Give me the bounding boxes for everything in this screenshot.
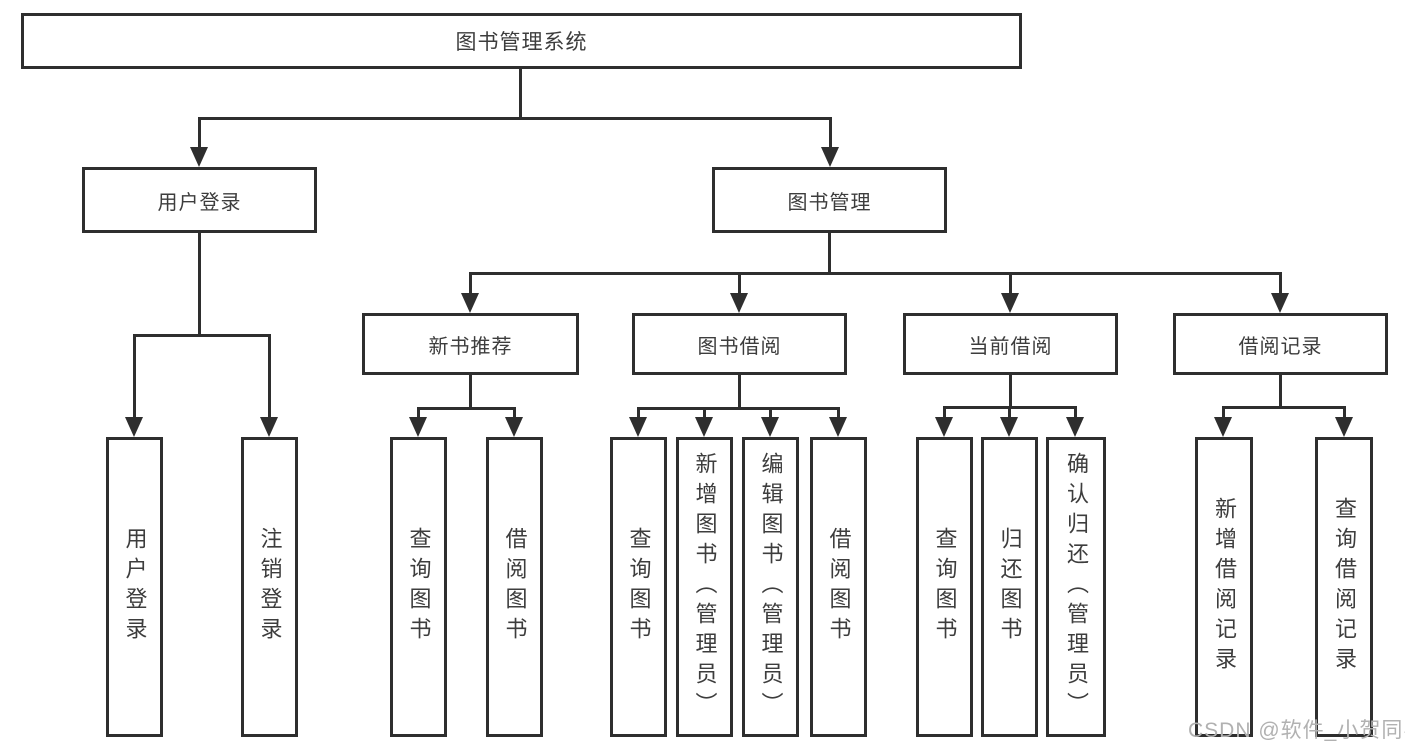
connector-userlogin-arrow-stem <box>198 117 201 149</box>
node-book-management: 图书管理 <box>712 167 947 233</box>
node-user-login: 用户登录 <box>82 167 317 233</box>
arrow-down-icon <box>190 147 208 167</box>
connector-leaf-stem <box>1008 406 1011 419</box>
leaf-borrow-book-label: 借阅图书 <box>826 527 852 647</box>
connector-leaf-stem <box>1074 406 1077 419</box>
leaf-add-book-admin: 新增图书（管理员） <box>676 437 733 737</box>
leaf-recommend-query-book-label: 查询图书 <box>406 527 432 647</box>
leaf-return-book-label: 归还图书 <box>997 527 1023 647</box>
node-book-borrow-label: 图书借阅 <box>697 335 782 358</box>
connector-leaf-stem <box>1222 406 1225 419</box>
leaf-return-book: 归还图书 <box>981 437 1038 737</box>
arrow-down-icon <box>629 417 647 437</box>
node-book-management-label: 图书管理 <box>787 191 872 214</box>
leaf-add-book-admin-label: 新增图书（管理员） <box>692 452 718 722</box>
watermark: CSDN @软件_小贺同学 <box>1188 719 1405 742</box>
connector-bookborrow-stem <box>738 375 741 407</box>
connector-leaf-stem <box>133 334 136 419</box>
connector-leaf-stem <box>637 407 640 419</box>
connector-l3-stem <box>1009 272 1012 296</box>
arrow-down-icon <box>1214 417 1232 437</box>
connector-bookmgmt-hbar <box>469 272 1282 275</box>
node-user-login-label: 用户登录 <box>157 191 242 214</box>
leaf-logout: 注销登录 <box>241 437 298 737</box>
leaf-current-query-book-label: 查询图书 <box>932 527 958 647</box>
leaf-edit-book-admin-label: 编辑图书（管理员） <box>758 452 784 722</box>
leaf-user-login-label: 用户登录 <box>122 527 148 647</box>
arrow-down-icon <box>935 417 953 437</box>
connector-leaf-stem <box>943 406 946 419</box>
leaf-query-borrow-record: 查询借阅记录 <box>1315 437 1373 737</box>
arrow-down-icon <box>505 417 523 437</box>
leaf-logout-label: 注销登录 <box>257 527 283 647</box>
leaf-recommend-query-book: 查询图书 <box>390 437 447 737</box>
connector-borrowrecord-hbar <box>1222 406 1346 409</box>
node-current-borrow: 当前借阅 <box>903 313 1118 375</box>
leaf-add-borrow-record: 新增借阅记录 <box>1195 437 1253 737</box>
node-current-borrow-label: 当前借阅 <box>968 335 1053 358</box>
leaf-edit-book-admin: 编辑图书（管理员） <box>742 437 799 737</box>
leaf-borrow-book: 借阅图书 <box>810 437 867 737</box>
node-book-borrow: 图书借阅 <box>632 313 847 375</box>
node-new-book-recommend-label: 新书推荐 <box>428 335 513 358</box>
connector-bookmgmt-arrow-stem <box>829 117 832 149</box>
arrow-down-icon <box>1335 417 1353 437</box>
leaf-user-login: 用户登录 <box>106 437 163 737</box>
connector-leaf-stem <box>268 334 271 419</box>
leaf-borrow-query-book-label: 查询图书 <box>626 527 652 647</box>
node-root: 图书管理系统 <box>21 13 1022 69</box>
connector-newbook-hbar <box>417 407 516 410</box>
arrow-down-icon <box>695 417 713 437</box>
connector-newbook-stem <box>469 375 472 407</box>
connector-l3-stem <box>469 272 472 296</box>
connector-leaf-stem <box>837 407 840 419</box>
connector-userlogin-stem <box>198 233 201 334</box>
arrow-down-icon <box>761 417 779 437</box>
leaf-add-borrow-record-label: 新增借阅记录 <box>1212 497 1237 677</box>
leaf-query-borrow-record-label: 查询借阅记录 <box>1332 497 1357 677</box>
connector-borrowrecord-stem <box>1279 375 1282 406</box>
connector-leaf-stem <box>769 407 772 419</box>
arrow-down-icon <box>1001 293 1019 313</box>
arrow-down-icon <box>125 417 143 437</box>
leaf-current-query-book: 查询图书 <box>916 437 973 737</box>
leaf-borrow-query-book: 查询图书 <box>610 437 667 737</box>
connector-root-stem <box>519 69 522 117</box>
connector-leaf-stem <box>703 407 706 419</box>
arrow-down-icon <box>461 293 479 313</box>
connector-leaf-stem <box>417 407 420 419</box>
node-borrow-record: 借阅记录 <box>1173 313 1388 375</box>
leaf-confirm-return-admin-label: 确认归还（管理员） <box>1064 452 1089 722</box>
arrow-down-icon <box>409 417 427 437</box>
arrow-down-icon <box>829 417 847 437</box>
connector-leaf-stem <box>513 407 516 419</box>
arrow-down-icon <box>821 147 839 167</box>
arrow-down-icon <box>1066 417 1084 437</box>
node-new-book-recommend: 新书推荐 <box>362 313 579 375</box>
connector-userlogin-hbar <box>133 334 271 337</box>
leaf-recommend-borrow-book: 借阅图书 <box>486 437 543 737</box>
connector-leaf-stem <box>1343 406 1346 419</box>
arrow-down-icon <box>730 293 748 313</box>
connector-root-hbar <box>198 117 832 120</box>
connector-l3-stem <box>1279 272 1282 296</box>
node-borrow-record-label: 借阅记录 <box>1238 335 1323 358</box>
leaf-recommend-borrow-book-label: 借阅图书 <box>502 527 528 647</box>
leaf-confirm-return-admin: 确认归还（管理员） <box>1046 437 1106 737</box>
arrow-down-icon <box>1271 293 1289 313</box>
arrow-down-icon <box>260 417 278 437</box>
connector-currentborrow-stem <box>1009 375 1012 406</box>
connector-l3-stem <box>738 272 741 296</box>
arrow-down-icon <box>1000 417 1018 437</box>
connector-bookborrow-hbar <box>637 407 840 410</box>
node-root-label: 图书管理系统 <box>455 31 588 54</box>
connector-bookmgmt-stem <box>828 233 831 272</box>
